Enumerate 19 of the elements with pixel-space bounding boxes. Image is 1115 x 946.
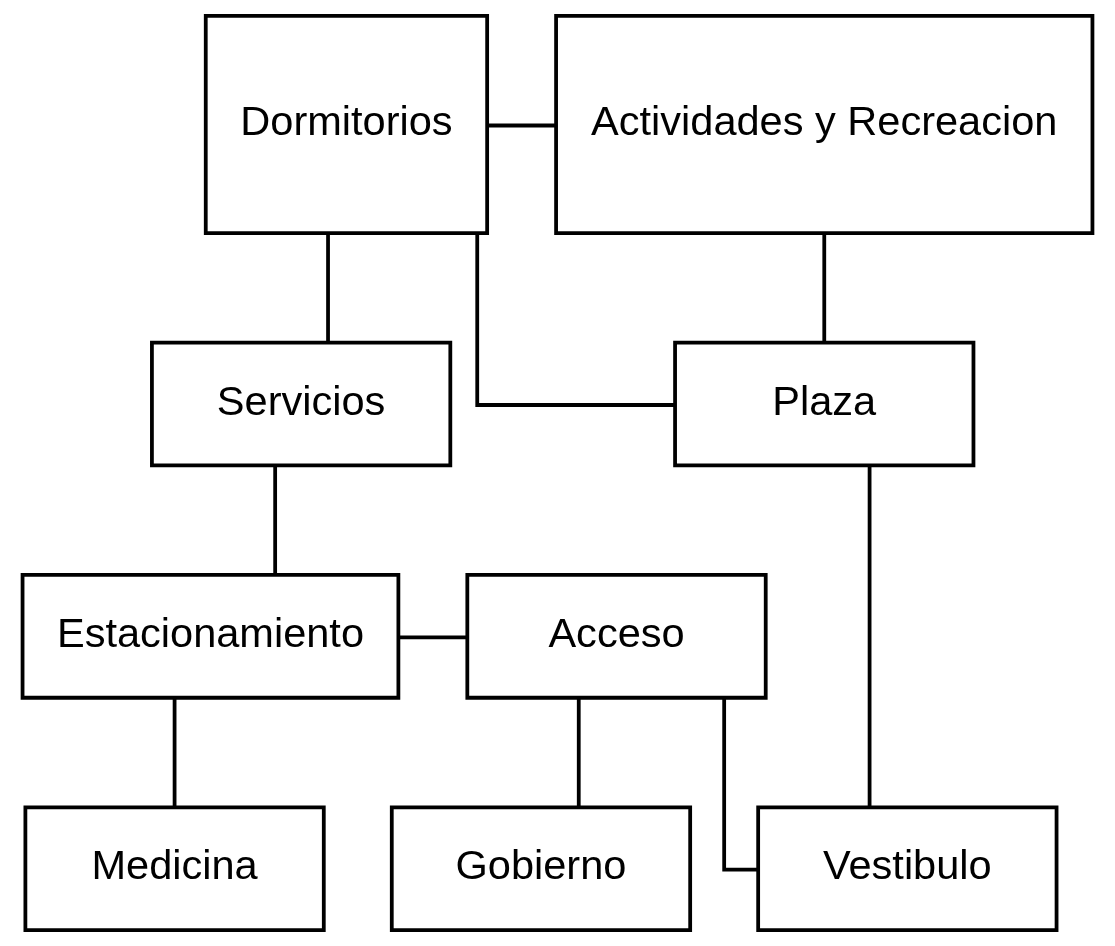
- node-box: Acceso: [465, 573, 768, 700]
- node-box: Medicina: [23, 805, 326, 932]
- node-box: Dormitorios: [203, 14, 490, 236]
- node-box: Actividades y Recreacion: [554, 14, 1095, 236]
- node-box: Servicios: [150, 340, 453, 468]
- connector: [576, 698, 581, 807]
- connector: [822, 233, 827, 342]
- connector: [722, 698, 758, 872]
- node-box: Plaza: [673, 340, 976, 468]
- node-box: Gobierno: [389, 805, 693, 932]
- connector: [326, 233, 330, 342]
- connector: [172, 698, 177, 807]
- node-box: Vestibulo: [756, 805, 1059, 932]
- connector: [273, 465, 278, 575]
- connector: [867, 465, 872, 807]
- node-box: Estacionamiento: [20, 573, 401, 700]
- connector: [487, 123, 556, 128]
- connector: [475, 233, 675, 407]
- connector: [398, 635, 468, 640]
